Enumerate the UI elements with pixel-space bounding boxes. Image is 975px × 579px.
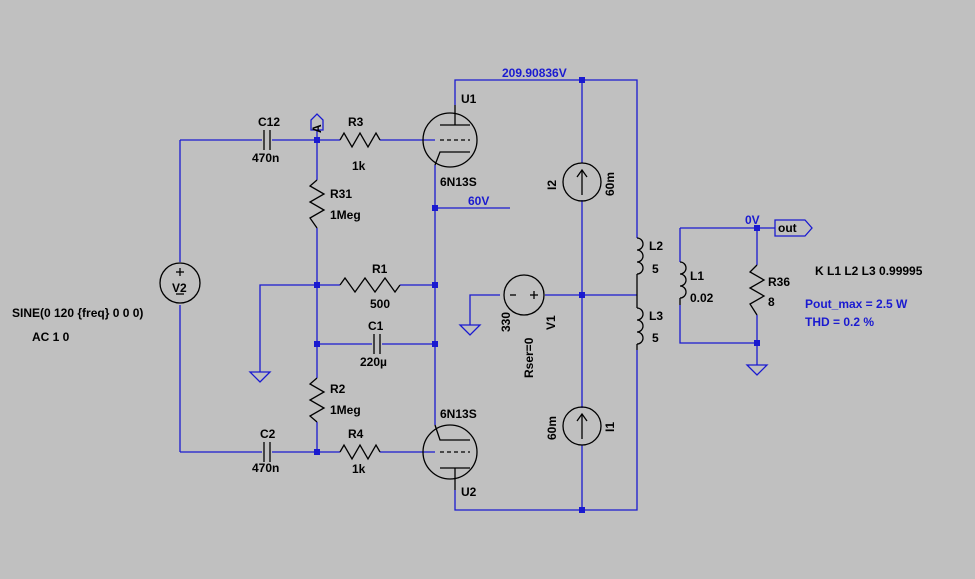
r4-name: R4 [348,427,364,441]
resistor-r3: R3 1k [339,115,381,173]
capacitor-c1: C1 220µ [360,319,387,369]
current-source-i1: 60m I1 [545,406,617,446]
ground-icon [458,324,482,336]
c12-name: C12 [258,115,280,129]
c1-name: C1 [368,319,384,333]
l2-name: L2 [649,239,663,253]
wire-b-plus-rail [454,79,638,238]
l3-value: 5 [652,331,659,345]
net-flag-a: A [310,113,324,133]
junction [579,292,585,298]
r3-value: 1k [352,159,366,173]
v1-value: 330 [499,312,513,332]
net-flag-a-label: A [310,124,324,133]
junction [314,282,320,288]
u2-label: U2 [461,485,477,499]
r4-value: 1k [352,462,366,476]
r2-name: R2 [330,382,346,396]
net-label-b-plus: 209.90836V [502,66,567,80]
u1-label: U1 [461,92,477,106]
resistor-r2: R2 1Meg [308,377,361,423]
l1-name: L1 [690,269,704,283]
junctions [314,77,760,513]
junction [432,205,438,211]
tube-u1: U1 6N13S [422,92,478,189]
wire-bottom-rail [454,350,638,511]
wires [179,79,775,511]
i2-name: I2 [545,180,559,190]
ground-icon [745,364,769,376]
voltage-source-v2: V2 SINE(0 120 {freq} 0 0 0) AC 1 0 [12,262,201,344]
i1-name: I1 [603,422,617,432]
c2-name: C2 [260,427,276,441]
u2-type-label: 6N13S [440,407,477,421]
ground-icon [248,371,272,383]
junction [314,341,320,347]
junction [314,449,320,455]
r36-name: R36 [768,275,790,289]
r1-name: R1 [372,262,388,276]
l1-value: 0.02 [690,291,714,305]
junction [432,282,438,288]
inductor-l1: L1 0.02 [679,261,714,305]
c12-value: 470n [252,151,279,165]
c2-value: 470n [252,461,279,475]
spice-directive-coupling: K L1 L2 L3 0.99995 [815,264,923,278]
r31-name: R31 [330,187,352,201]
l2-value: 5 [652,262,659,276]
resistor-r1: R1 500 [339,262,401,311]
v1-name: V1 [544,315,558,330]
inductor-l2: L2 5 [636,237,663,308]
resistor-r31: R31 1Meg [308,179,361,229]
junction [754,340,760,346]
net-flag-out-label: out [778,221,797,235]
capacitor-c2: C2 470n [252,427,279,475]
v1-rser: Rser=0 [522,337,536,378]
i1-value: 60m [545,416,559,440]
wire-v1-ground [469,294,500,325]
current-source-i2: I2 60m [545,162,617,202]
junction [579,507,585,513]
net-flag-out: out [774,219,813,237]
junction [432,341,438,347]
net-label-cathode: 60V [468,194,489,208]
i2-value: 60m [603,172,617,196]
r36-value: 8 [768,295,775,309]
ground-symbols [248,324,769,383]
tube-u2: 6N13S U2 [422,407,478,499]
r3-name: R3 [348,115,364,129]
r2-value: 1Meg [330,403,361,417]
junction [314,137,320,143]
result-thd: THD = 0.2 % [805,315,874,329]
voltage-source-v1: 330 V1 Rser=0 [499,274,558,378]
v2-sine-spec: SINE(0 120 {freq} 0 0 0) [12,306,143,320]
junction [579,77,585,83]
l3-name: L3 [649,309,663,323]
resistor-r36: R36 8 [748,264,790,316]
r31-value: 1Meg [330,208,361,222]
wire-r1-ground [259,284,340,372]
resistor-r4: R4 1k [339,427,381,476]
junction [754,225,760,231]
result-pout: Pout_max = 2.5 W [805,297,908,311]
v2-name: V2 [172,281,187,295]
net-label-output-voltage: 0V [745,213,760,227]
v2-ac-spec: AC 1 0 [32,330,70,344]
r1-value: 500 [370,297,390,311]
c1-value: 220µ [360,355,387,369]
inductor-l3: L3 5 [636,307,663,350]
capacitor-c12: C12 470n [252,115,280,165]
wire-out-bottom [679,305,757,344]
u1-type-label: 6N13S [440,175,477,189]
